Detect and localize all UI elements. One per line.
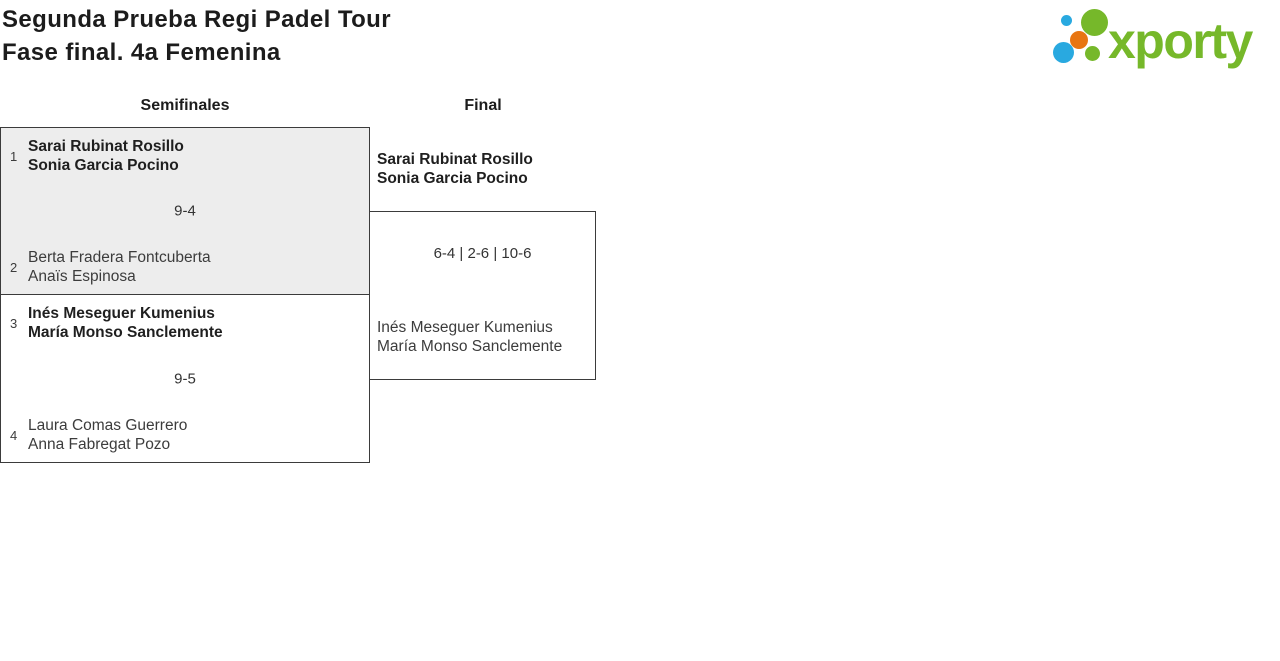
player-name: Sonia Garcia Pocino <box>28 157 179 174</box>
seed-number: 3 <box>10 315 18 331</box>
match-score: 9-5 <box>174 370 196 387</box>
player-name: Inés Meseguer Kumenius <box>377 319 553 336</box>
player-name: Anna Fabregat Pozo <box>28 436 171 453</box>
player-name: María Monso Sanclemente <box>377 338 563 355</box>
round-header-semifinales: Semifinales <box>140 97 230 114</box>
final-team-loser: Inés Meseguer Kumenius María Monso Sancl… <box>377 318 562 356</box>
xporty-wordmark: xporty <box>1108 13 1253 69</box>
seed-number: 2 <box>10 259 18 275</box>
team-names-loser: Laura Comas Guerrero Anna Fabregat Pozo <box>28 416 187 454</box>
player-name: Sarai Rubinat Rosillo <box>377 151 533 168</box>
team-row: 1 Sarai Rubinat Rosillo Sonia Garcia Poc… <box>1 137 369 175</box>
player-name: Sonia Garcia Pocino <box>377 170 528 187</box>
logo-dot-icon <box>1081 9 1108 36</box>
logo-dot-icon <box>1085 46 1100 61</box>
player-name: Anaïs Espinosa <box>28 268 136 285</box>
logo-dot-icon <box>1070 31 1088 49</box>
match-final[interactable]: 6-4 | 2-6 | 10-6 Inés Meseguer Kumenius … <box>369 211 596 380</box>
page-title: Segunda Prueba Regi Padel Tour Fase fina… <box>2 3 391 69</box>
team-row: 4 Laura Comas Guerrero Anna Fabregat Poz… <box>1 416 369 454</box>
logo-dot-icon <box>1053 42 1074 63</box>
player-name: Laura Comas Guerrero <box>28 417 188 434</box>
match-score: 6-4 | 2-6 | 10-6 <box>433 245 532 262</box>
team-row: 3 Inés Meseguer Kumenius María Monso San… <box>1 304 369 342</box>
match-semifinal-2[interactable]: 3 Inés Meseguer Kumenius María Monso San… <box>0 294 370 463</box>
player-name: Berta Fradera Fontcuberta <box>28 249 211 266</box>
phase-category: Fase final. 4a Femenina <box>2 39 281 66</box>
seed-number: 4 <box>10 427 18 443</box>
tournament-name: Segunda Prueba Regi Padel Tour <box>2 6 391 33</box>
round-header-final: Final <box>464 97 502 114</box>
logo-dot-icon <box>1061 15 1072 26</box>
player-name: María Monso Sanclemente <box>28 324 223 341</box>
match-score: 9-4 <box>174 202 196 220</box>
final-team-winner: Sarai Rubinat Rosillo Sonia Garcia Pocin… <box>377 150 533 188</box>
team-names-winner: Sarai Rubinat Rosillo Sonia Garcia Pocin… <box>28 137 184 175</box>
seed-number: 1 <box>10 148 18 164</box>
xporty-logo[interactable]: xporty <box>1052 8 1280 70</box>
match-semifinal-1[interactable]: 1 Sarai Rubinat Rosillo Sonia Garcia Poc… <box>0 127 370 295</box>
player-name: Sarai Rubinat Rosillo <box>28 138 184 155</box>
team-names-winner: Inés Meseguer Kumenius María Monso Sancl… <box>28 304 223 342</box>
team-row: 2 Berta Fradera Fontcuberta Anaïs Espino… <box>1 248 369 286</box>
team-names-loser: Berta Fradera Fontcuberta Anaïs Espinosa <box>28 248 211 286</box>
player-name: Inés Meseguer Kumenius <box>28 305 215 322</box>
